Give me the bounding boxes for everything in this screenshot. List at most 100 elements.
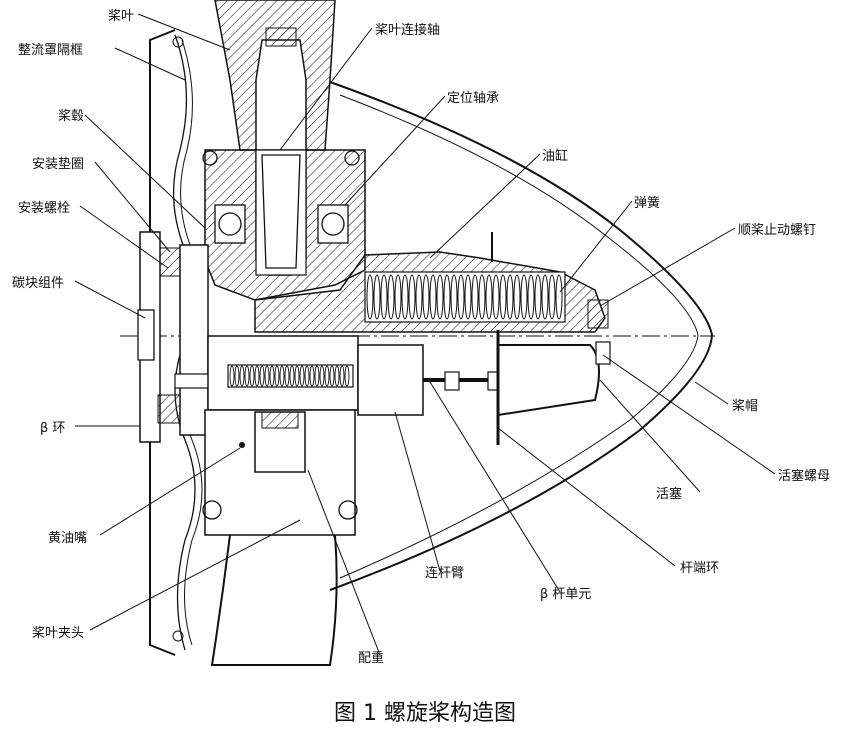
leader-line (84, 114, 206, 229)
grease-nipple-dot (239, 442, 245, 448)
label-spinner: 桨帽 (732, 398, 758, 414)
spinner-inner (339, 94, 699, 579)
label-blade-clamp: 桨叶夹头 (32, 625, 84, 641)
spring-coil (492, 274, 500, 320)
beta-coil (274, 365, 280, 387)
bearing-left-ball (218, 212, 242, 236)
mount-washer (159, 247, 181, 277)
beta-coil (299, 365, 305, 387)
beta-coil (304, 365, 310, 387)
hub-bolt-1 (202, 150, 218, 166)
spring-coil (415, 274, 423, 320)
leader-line (497, 427, 676, 567)
leader-line (307, 469, 381, 656)
spring-coil (394, 274, 402, 320)
leader-line (79, 205, 169, 269)
spring-coil (485, 274, 493, 320)
label-beta-ring: β 环 (40, 421, 65, 436)
beta-coil (329, 365, 335, 387)
spring-coil (387, 274, 395, 320)
beta-coil (244, 365, 250, 387)
leader-line (429, 381, 561, 593)
clamp-bolt-2 (338, 500, 358, 520)
spring-coil (422, 274, 430, 320)
spring-coil (534, 274, 542, 320)
label-carbon-block: 碳块组件 (12, 276, 64, 291)
spring-coil (541, 274, 549, 320)
label-spring: 弹簧 (634, 195, 660, 211)
beta-coil (339, 365, 345, 387)
label-fairing-bulkhead: 整流罩隔框 (18, 43, 83, 58)
spring-coil (408, 274, 416, 320)
label-mount-washer: 安装垫圈 (32, 156, 84, 172)
link-arm-block (357, 344, 424, 416)
beta-coil (319, 365, 325, 387)
beta-coil (289, 365, 295, 387)
leader-line (89, 519, 301, 631)
spinner-shell (329, 81, 714, 591)
label-piston-nut: 活塞螺母 (778, 468, 830, 484)
label-mount-bolt: 安装螺栓 (18, 201, 70, 216)
spring-coils (366, 274, 563, 320)
label-blade: 桨叶 (108, 8, 134, 24)
hub-bolt-2 (344, 150, 360, 166)
leader-line (394, 411, 441, 572)
leader-lines (74, 13, 776, 656)
beta-coil (229, 365, 235, 387)
leader-line (602, 354, 776, 475)
spring-coil (380, 274, 388, 320)
piston (497, 344, 600, 416)
spring-coil (457, 274, 465, 320)
beta-coil (254, 365, 260, 387)
beta-coil (249, 365, 255, 387)
label-grease-nipple: 黄油嘴 (48, 531, 87, 546)
shaft-taper (261, 154, 301, 269)
label-feather-stop-screw: 顺桨止动螺钉 (738, 222, 816, 238)
leader-line (74, 280, 146, 319)
spring-coil (555, 274, 563, 320)
leader-line (344, 95, 446, 206)
spring-coil (401, 274, 409, 320)
beta-coil (294, 365, 300, 387)
bearing-right (317, 204, 349, 244)
label-counterweight: 配重 (358, 650, 384, 666)
beta-coil (234, 365, 240, 387)
label-piston: 活塞 (656, 486, 682, 502)
beta-coil (284, 365, 290, 387)
spring-coil (527, 274, 535, 320)
spring-coil (548, 274, 556, 320)
leader-line (114, 47, 186, 81)
spring-coil (520, 274, 528, 320)
label-locating-bearing: 定位轴承 (447, 91, 499, 106)
spring-coil (478, 274, 486, 320)
label-hub: 桨毂 (58, 108, 84, 124)
leader-line (279, 27, 373, 151)
lower-blade (210, 534, 338, 666)
spring-coil (373, 274, 381, 320)
leader-line (99, 447, 241, 536)
shaft-cap (265, 27, 297, 47)
leader-line (599, 379, 701, 493)
beta-coil (239, 365, 245, 387)
label-rod-end-ring: 杆端环 (680, 561, 719, 576)
spring-bay (364, 271, 566, 323)
beta-coil (344, 365, 350, 387)
spring-coil (443, 274, 451, 320)
beta-coil (334, 365, 340, 387)
beta-coil (324, 365, 330, 387)
label-beta-rod-unit: β 杆单元 (540, 587, 591, 602)
rivet-bottom (172, 630, 184, 642)
carbon-block (137, 309, 155, 361)
spring-coil (499, 274, 507, 320)
beta-rod-nut (444, 371, 460, 391)
feather-stop-block (587, 299, 609, 329)
hub-flange (179, 244, 209, 436)
counterweight-cap (261, 411, 299, 429)
beta-coil (279, 365, 285, 387)
spring-coil (366, 274, 374, 320)
spring-coil (471, 274, 479, 320)
figure-caption: 图 1 螺旋桨构造图 (334, 701, 516, 726)
spring-coil (464, 274, 472, 320)
beta-coil (269, 365, 275, 387)
